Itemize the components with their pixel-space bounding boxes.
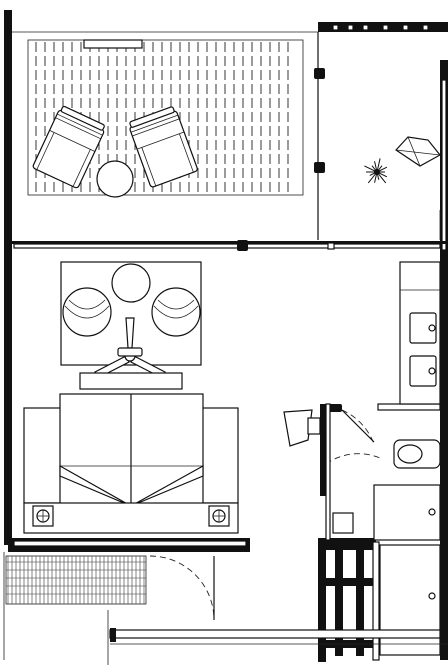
bathroom-door [341, 409, 375, 443]
lounge-chair [32, 105, 105, 189]
partition-wall [335, 546, 343, 656]
exterior-walls [4, 10, 448, 660]
armchair [151, 287, 201, 337]
double-bed [23, 393, 239, 534]
terrace [12, 31, 441, 240]
bed-blanket-fold-right [130, 464, 204, 507]
terrace-post [314, 162, 325, 173]
right-outer-wall [440, 60, 448, 660]
partition-wall [320, 404, 327, 496]
bed-blanket-fold-left [59, 464, 132, 507]
nightstand-lamp [32, 505, 54, 527]
side-table [332, 512, 354, 534]
entrance-door-swing [149, 555, 215, 621]
nightstand-lamp [208, 505, 230, 527]
partition-wall [356, 546, 364, 656]
closet-handle [428, 592, 436, 600]
tv-console [79, 372, 183, 390]
bedroom [23, 261, 239, 534]
service-strip [3, 552, 448, 665]
sink [409, 312, 437, 344]
sink [409, 355, 437, 387]
bed-headboard-right [201, 407, 239, 504]
terrace-post [314, 68, 325, 79]
right-window-strip [441, 79, 447, 251]
sliding-glass-wall [8, 240, 448, 251]
partition-wall [318, 578, 376, 586]
wall-ventilation-slots [332, 24, 429, 31]
desk-chair [283, 409, 321, 447]
deck-label-strip [83, 39, 143, 49]
bed-headboard-left [23, 407, 63, 504]
round-side-table [96, 160, 134, 198]
planter [364, 136, 441, 184]
shower-drain [428, 508, 436, 516]
partition-wall [318, 538, 326, 658]
lounge-chair [129, 106, 198, 188]
armchair [62, 287, 112, 337]
wall-window-strip [13, 540, 247, 547]
round-coffee-table [111, 263, 151, 303]
entry-door-swing [325, 453, 381, 465]
bathroom [325, 261, 441, 656]
left-outer-wall [4, 10, 12, 545]
entry [283, 403, 354, 541]
toilet [393, 439, 441, 469]
